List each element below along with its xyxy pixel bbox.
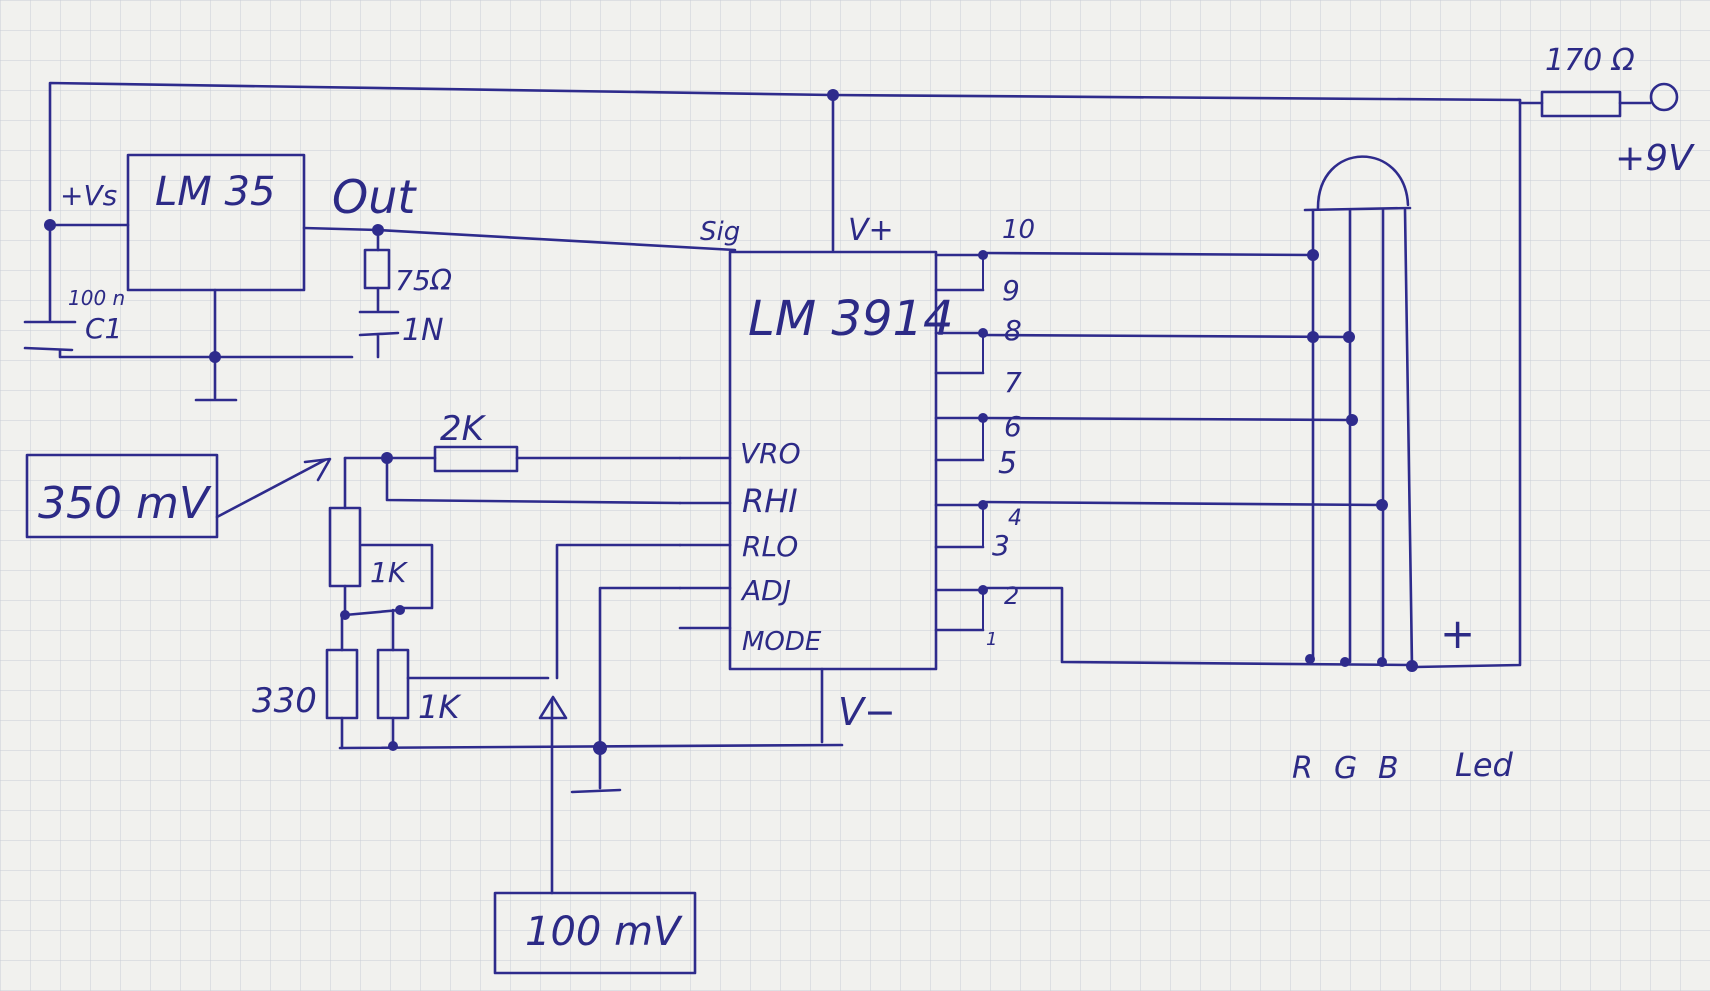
vplus-label: V+ xyxy=(848,213,894,248)
supply-rail xyxy=(48,81,1522,669)
meter-350mv-label: 350 mV xyxy=(38,478,212,529)
capacitor-c1: 100 n C1 xyxy=(23,286,354,359)
pin-1-label: 1 xyxy=(986,629,997,650)
rc-filter: 75Ω 1N xyxy=(358,224,453,359)
pin-4-label: 4 xyxy=(1008,506,1022,531)
lm3914-label: LM 3914 xyxy=(748,291,954,347)
cap-1n-label: 1N xyxy=(402,313,444,348)
resistor-330-label: 330 xyxy=(252,681,317,721)
led-wires xyxy=(981,249,1418,672)
pin-7-label: 7 xyxy=(1004,366,1022,399)
pot1-label: 1K xyxy=(370,556,409,589)
pot2-label: 1K xyxy=(418,688,462,726)
pin-8-label: 8 xyxy=(1004,314,1022,347)
lm35-label: LM 35 xyxy=(155,169,275,215)
pin-2-label: 2 xyxy=(1004,582,1019,610)
pin-5-label: 5 xyxy=(998,446,1017,481)
lm3914-chip: LM 3914 Sig V+ VRO RHI RLO ADJ MODE V− xyxy=(678,213,954,744)
pin-6-label: 6 xyxy=(1004,410,1022,443)
lm35-sensor: LM 35 +Vs Out xyxy=(44,153,417,360)
meter-350mv: 350 mV xyxy=(25,453,332,539)
sig-wire xyxy=(302,226,737,252)
c1-value-label: 100 n xyxy=(68,286,125,310)
meter-100mv: 100 mV xyxy=(493,695,697,975)
resistor-170-label: 170 Ω xyxy=(1545,43,1635,78)
vminus-label: V− xyxy=(838,690,896,734)
vs-label: +Vs xyxy=(60,179,117,212)
rgb-g-label: G xyxy=(1334,751,1357,786)
rhi-label: RHI xyxy=(742,482,798,520)
pin-3-label: 3 xyxy=(992,529,1010,562)
out-label: Out xyxy=(332,170,417,224)
pin-9-label: 9 xyxy=(1002,274,1020,307)
mode-label: MODE xyxy=(742,627,822,657)
resistor-75-label: 75Ω xyxy=(395,264,453,297)
rgb-led: + R G B Led xyxy=(1292,155,1514,786)
resistor-170: 170 Ω +9V xyxy=(1518,43,1695,179)
ground-lm35 xyxy=(194,351,238,402)
pin-10-label: 10 xyxy=(1002,215,1035,245)
rlo-label: RLO xyxy=(742,530,798,563)
sig-label: Sig xyxy=(700,217,740,247)
plus-label: + xyxy=(1440,609,1475,658)
resistor-2k-label: 2K xyxy=(440,409,487,449)
adj-label: ADJ xyxy=(740,574,791,607)
rgb-b-label: B xyxy=(1378,751,1399,786)
supply-label: +9V xyxy=(1615,138,1695,179)
meter-100mv-label: 100 mV xyxy=(525,909,683,955)
reference-network: 2K 1K 330 1K xyxy=(252,409,844,794)
vro-label: VRO xyxy=(740,437,801,470)
rgb-r-label: R xyxy=(1292,751,1313,786)
led-label: Led xyxy=(1455,746,1514,784)
c1-name-label: C1 xyxy=(85,312,122,345)
